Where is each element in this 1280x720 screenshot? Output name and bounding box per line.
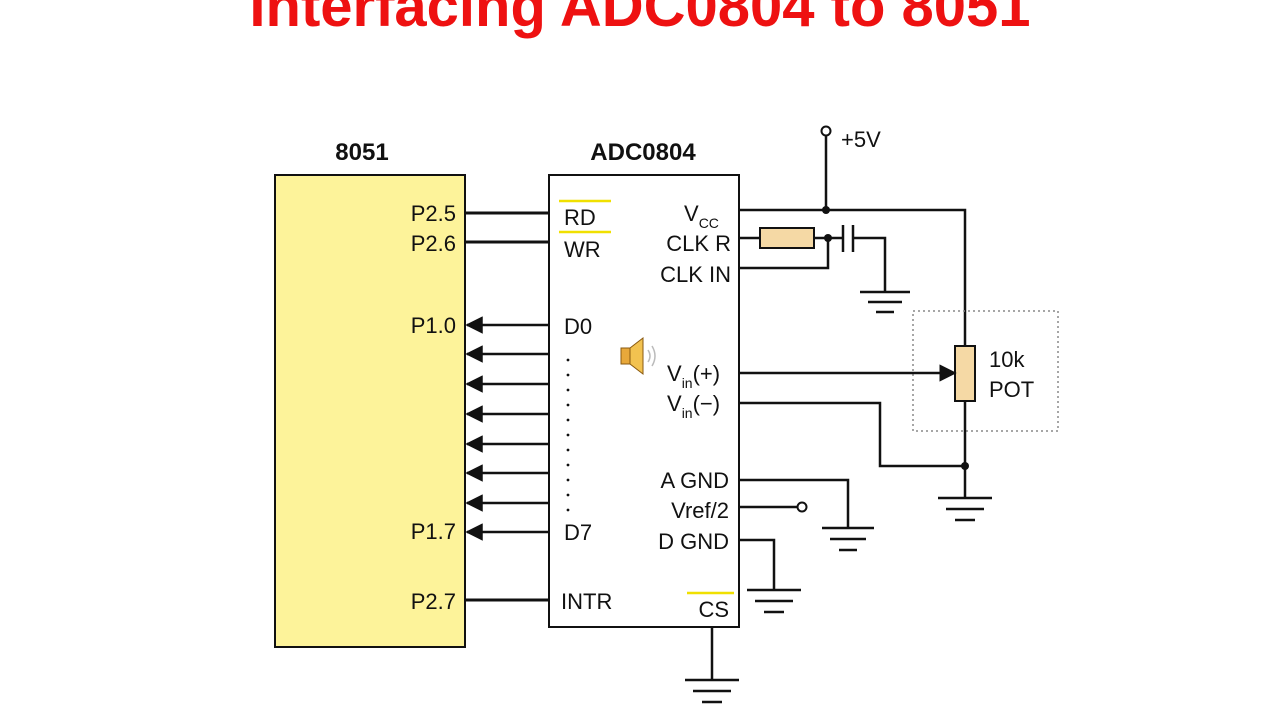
pin-p2-5: P2.5 <box>411 201 456 226</box>
supply-label: +5V <box>841 127 881 152</box>
adc-pin-rd: RD <box>564 205 596 230</box>
adc-pin-clkr: CLK R <box>666 231 731 256</box>
pot-dashed-box <box>912 310 1059 432</box>
vin-minus-wire <box>739 401 965 468</box>
ground-symbol-pot <box>938 496 992 522</box>
adc-pin-d7: D7 <box>564 520 592 545</box>
bus-ellipsis <box>566 358 570 512</box>
vref-terminal <box>796 501 808 513</box>
adc-pin-cs: CS <box>698 597 729 622</box>
adc-pin-intr: INTR <box>561 589 612 614</box>
pin-p2-6: P2.6 <box>411 231 456 256</box>
pin-p2-7: P2.7 <box>411 589 456 614</box>
adc-pin-agnd: A GND <box>661 468 729 493</box>
agnd-wire <box>739 478 850 528</box>
clkin-wire <box>739 238 830 270</box>
clock-resistor <box>759 227 815 249</box>
adc0804-block <box>548 174 740 628</box>
adc-pin-vref: Vref/2 <box>671 498 729 523</box>
adc-pin-wr: WR <box>564 237 601 262</box>
dgnd-wire <box>739 538 776 590</box>
ground-symbol-cs <box>685 678 739 704</box>
pot-name-label: POT <box>989 377 1034 402</box>
ground-symbol-clock <box>860 290 910 314</box>
pin-p1-7: P1.7 <box>411 519 456 544</box>
vcc-terminal <box>820 125 832 137</box>
adc-pin-vin-minus: Vin(−) <box>667 391 720 421</box>
data-bus <box>465 316 549 541</box>
adc-pin-vin-plus: Vin(+) <box>667 361 720 391</box>
adc-pin-vcc: VCC <box>684 201 719 231</box>
pot-junction <box>961 462 969 470</box>
mcu-8051-block <box>274 174 466 648</box>
adc-pin-dgnd: D GND <box>658 529 729 554</box>
pot-value-label: 10k <box>989 347 1025 372</box>
pin-p1-0: P1.0 <box>411 313 456 338</box>
adc-pin-d0: D0 <box>564 314 592 339</box>
adc-pin-clkin: CLK IN <box>660 262 731 287</box>
speaker-icon[interactable] <box>620 336 656 376</box>
pot-resistor <box>954 345 976 402</box>
ground-symbol-agnd <box>822 526 874 552</box>
adc-label: ADC0804 <box>590 139 696 166</box>
page-title: Interfacing ADC0804 to 8051 <box>249 0 1031 39</box>
mcu-label: 8051 <box>335 139 388 166</box>
cap-ground-wire <box>853 236 887 292</box>
vcc-wire <box>739 208 967 346</box>
ground-symbol-dgnd <box>747 588 801 614</box>
